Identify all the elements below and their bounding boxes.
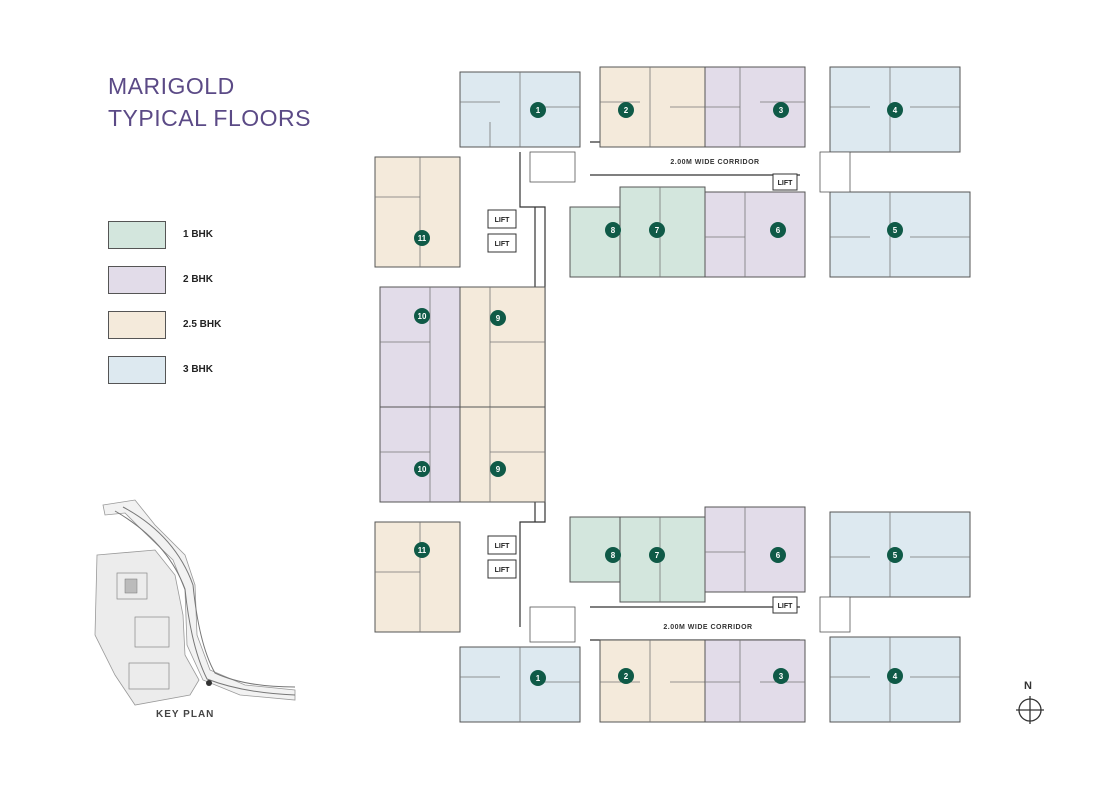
unit-10-bottom xyxy=(379,406,461,503)
unit-11-top xyxy=(374,156,461,268)
unit-number: 11 xyxy=(418,546,427,555)
legend-swatch-3bhk xyxy=(108,356,166,384)
unit-number: 3 xyxy=(779,672,784,681)
unit-6-bottom xyxy=(704,506,806,593)
unit-number: 6 xyxy=(776,226,781,235)
unit-3-top xyxy=(704,66,806,148)
key-plan-label: KEY PLAN xyxy=(156,709,215,720)
unit-7-bottom xyxy=(619,516,706,603)
legend-item-1bhk: 1 BHK xyxy=(108,221,308,251)
north-arrow-icon xyxy=(1016,696,1044,724)
unit-1-bottom xyxy=(459,646,581,723)
unit-number: 1 xyxy=(536,106,541,115)
unit-badges xyxy=(414,102,903,686)
title-line-1: MARIGOLD xyxy=(108,73,235,99)
lift-boxes xyxy=(487,173,798,614)
corridor-label-bottom: 2.00M WIDE CORRIDOR xyxy=(663,624,752,631)
legend-label-1bhk: 1 BHK xyxy=(183,229,214,240)
legend-swatch-2-5bhk xyxy=(108,311,166,339)
unit-8-top xyxy=(569,206,621,278)
unit-number: 6 xyxy=(776,551,781,560)
legend-swatch-2bhk xyxy=(108,266,166,294)
unit-number: 9 xyxy=(496,314,501,323)
key-plan-map xyxy=(94,499,296,706)
unit-number: 2 xyxy=(624,106,629,115)
floor-plan: LIFT LIFT LIFT LIFT LIFT LIFT 2.00M WIDE… xyxy=(374,66,971,723)
legend-swatch-1bhk xyxy=(108,221,166,249)
unit-number: 3 xyxy=(779,106,784,115)
unit-number: 10 xyxy=(418,312,427,321)
unit-number: 4 xyxy=(893,672,898,681)
legend-label-2-5bhk: 2.5 BHK xyxy=(183,319,222,330)
legend-item-2bhk: 2 BHK xyxy=(108,266,308,296)
legend-label-2bhk: 2 BHK xyxy=(183,274,214,285)
unit-number: 4 xyxy=(893,106,898,115)
unit-badge-numbers: 1 2 3 4 8 7 6 5 11 10 9 10 9 11 8 7 6 5 … xyxy=(418,106,898,683)
unit-number: 8 xyxy=(611,226,616,235)
unit-11-bottom xyxy=(374,521,461,633)
unit-number: 2 xyxy=(624,672,629,681)
stair-cores xyxy=(529,151,851,643)
page-title: MARIGOLD TYPICAL FLOORS xyxy=(108,70,311,134)
unit-number: 5 xyxy=(893,551,898,560)
corridor-label-top: 2.00M WIDE CORRIDOR xyxy=(670,159,759,166)
unit-10-top xyxy=(379,286,461,408)
lift-label: LIFT xyxy=(778,180,793,187)
unit-number: 7 xyxy=(655,226,660,235)
unit-6-top xyxy=(704,191,806,278)
north-label: N xyxy=(1024,680,1032,692)
unit-number: 1 xyxy=(536,674,541,683)
legend-label-3bhk: 3 BHK xyxy=(183,364,214,375)
unit-number: 11 xyxy=(418,234,427,243)
legend-item-2-5bhk: 2.5 BHK xyxy=(108,311,308,341)
unit-number: 9 xyxy=(496,465,501,474)
unit-9-top xyxy=(459,286,546,408)
lift-label: LIFT xyxy=(495,217,510,224)
unit-number: 5 xyxy=(893,226,898,235)
unit-2-top xyxy=(599,66,706,148)
lift-label: LIFT xyxy=(495,567,510,574)
unit-9-bottom xyxy=(459,406,546,503)
unit-2-bottom xyxy=(599,639,706,723)
unit-number: 8 xyxy=(611,551,616,560)
legend-item-3bhk: 3 BHK xyxy=(108,356,308,386)
unit-1-top xyxy=(459,71,581,148)
title-line-2: TYPICAL FLOORS xyxy=(108,105,311,131)
unit-3-bottom xyxy=(704,639,806,723)
unit-number: 10 xyxy=(418,465,427,474)
lift-label: LIFT xyxy=(495,241,510,248)
lift-label: LIFT xyxy=(778,603,793,610)
unit-number: 7 xyxy=(655,551,660,560)
lift-label: LIFT xyxy=(495,543,510,550)
